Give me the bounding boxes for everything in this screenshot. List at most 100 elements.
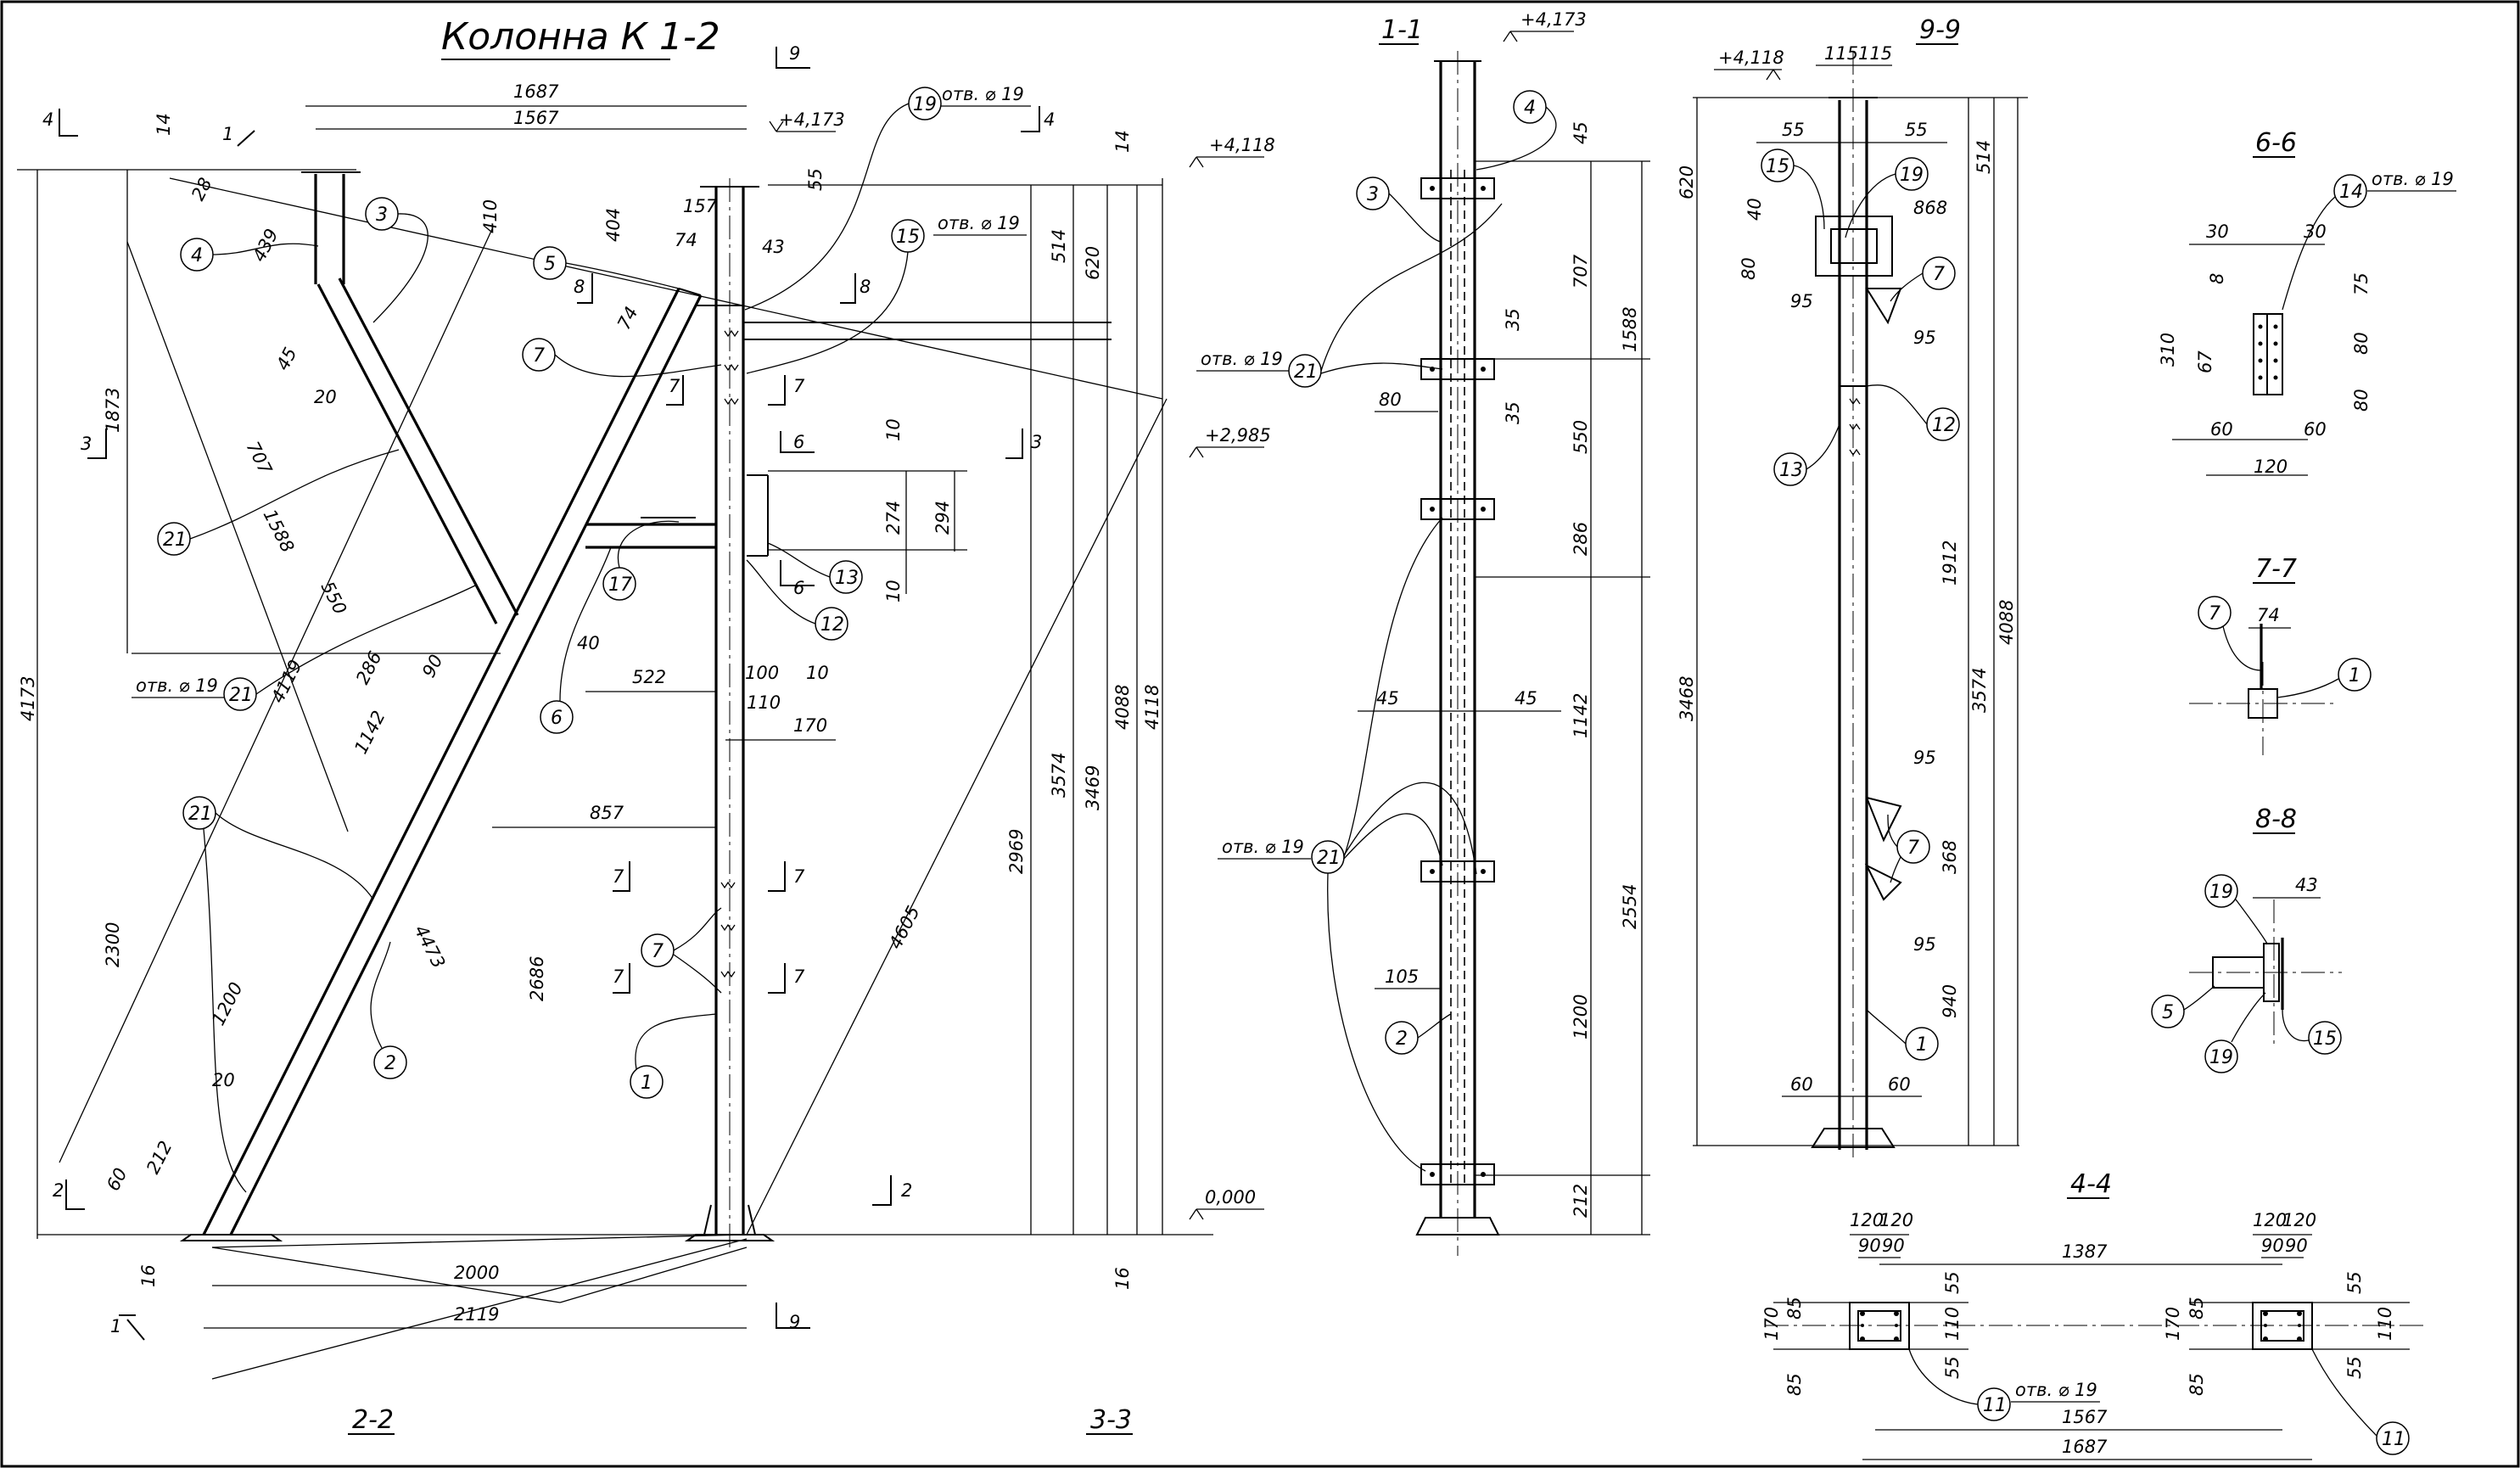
inclined-strut-edge-1 xyxy=(202,288,680,1235)
dim-74-upper: 74 xyxy=(675,230,697,250)
svg-text:21: 21 xyxy=(188,804,212,825)
cut-mark-7-e: 7 xyxy=(613,963,630,994)
s66-dim-120: 120 xyxy=(2254,457,2288,477)
balloon-7-lower: 7 xyxy=(641,907,722,994)
dim-14-right: 14 xyxy=(1112,130,1133,153)
balloon-4: 4 xyxy=(180,238,319,272)
svg-text:1: 1 xyxy=(641,1073,652,1094)
s11-dim-212: 212 xyxy=(1571,1184,1591,1218)
elevation-4118-left: +4,118 xyxy=(1189,135,1275,168)
svg-text:4: 4 xyxy=(191,245,203,266)
s11-dim-35-b: 35 xyxy=(1503,401,1523,424)
dim-14-left: 14 xyxy=(154,113,174,136)
s99-balloon-19: 19 xyxy=(1845,157,1929,238)
svg-text:7: 7 xyxy=(793,376,805,396)
s11-dim-286: 286 xyxy=(1571,522,1591,556)
dim-90-left: 90 xyxy=(418,652,447,681)
cut-mark-7-c: 7 xyxy=(613,861,630,892)
s44-dim-85-left-a: 85 xyxy=(1784,1297,1805,1320)
dim-4088: 4088 xyxy=(1112,685,1133,730)
dim-274: 274 xyxy=(883,501,904,535)
s44-hole-callout: отв. ⌀ 19 xyxy=(2015,1380,2097,1400)
dim-20-left-upper: 20 xyxy=(314,387,337,407)
elevation-0000: 0,000 xyxy=(1189,1187,1264,1220)
s66-dim-30-left: 30 xyxy=(2206,221,2229,242)
dim-1142-left: 1142 xyxy=(350,708,389,758)
s11-dim-1200: 1200 xyxy=(1571,995,1591,1039)
dim-2969: 2969 xyxy=(1006,829,1027,874)
s11-dim-1142: 1142 xyxy=(1571,693,1591,738)
dim-10-mid: 10 xyxy=(806,663,829,683)
svg-text:3: 3 xyxy=(81,434,92,454)
dim-16-bottom-left: 16 xyxy=(138,1264,159,1287)
section-label-8-8: 8-8 xyxy=(2255,804,2297,834)
s66-hole-callout: отв. ⌀ 19 xyxy=(2372,169,2454,189)
svg-text:12: 12 xyxy=(820,614,844,636)
s77-dim-74: 74 xyxy=(2257,605,2280,625)
dim-4605: 4605 xyxy=(885,903,924,953)
svg-text:17: 17 xyxy=(608,574,632,596)
dim-60-left: 60 xyxy=(103,1165,132,1195)
svg-text:1: 1 xyxy=(110,1316,121,1336)
dim-170: 170 xyxy=(793,715,827,736)
svg-text:4: 4 xyxy=(1044,109,1055,130)
dim-4173: 4173 xyxy=(18,676,38,721)
s99-balloon-1: 1 xyxy=(1866,1009,1939,1061)
svg-text:6: 6 xyxy=(551,708,563,729)
section-9-9-view: 9-9 620 3468 40 80 95 95 95 95 60 60 115… xyxy=(1677,15,2028,1163)
s99-dim-95-upper-right: 95 xyxy=(1913,328,1936,348)
s44-dim-55-right-b: 55 xyxy=(2344,1356,2365,1379)
cut-mark-7-a: 7 xyxy=(666,375,684,406)
upper-brace-edge-1 xyxy=(316,283,498,625)
dim-43-top: 43 xyxy=(762,237,785,257)
svg-text:21: 21 xyxy=(163,529,187,551)
svg-text:19: 19 xyxy=(2209,882,2233,903)
dim-857: 857 xyxy=(590,803,624,823)
s44-dim-55-left-a: 55 xyxy=(1942,1271,1963,1294)
cut-mark-9-bottom: 9 xyxy=(776,1303,810,1332)
svg-text:1: 1 xyxy=(2349,665,2360,686)
svg-text:+4,173: +4,173 xyxy=(779,109,845,130)
svg-text:0,000: 0,000 xyxy=(1205,1187,1256,1207)
svg-text:отв. ⌀ 19: отв. ⌀ 19 xyxy=(942,84,1024,104)
s44-dim-1387: 1387 xyxy=(2062,1241,2108,1262)
s11-dim-45-left: 45 xyxy=(1376,688,1399,709)
cut-mark-9-top: 9 xyxy=(776,43,810,69)
section-4-4-view: 4-4 120 120 90 90 1387 120 120 90 90 xyxy=(1761,1169,2427,1460)
s44-dim-85-right-b: 85 xyxy=(2187,1373,2207,1396)
section-7-7-view: 7-7 74 7 1 xyxy=(2189,554,2372,755)
s11-dim-45-right: 45 xyxy=(1515,688,1537,709)
section-1-1-view: 1-1 45 707 1588 35 xyxy=(1196,9,1650,1256)
s99-dim-60-left: 60 xyxy=(1790,1074,1813,1095)
dim-410: 410 xyxy=(480,199,501,233)
dim-2686: 2686 xyxy=(527,956,547,1001)
s11-dim-45-top: 45 xyxy=(1571,121,1591,144)
section-label-1-1: 1-1 xyxy=(1381,15,1423,45)
section-label-3-3: 3-3 xyxy=(1090,1405,1132,1435)
cut-mark-2-right: 2 xyxy=(872,1175,912,1206)
balloon-21-left-lower: 21 xyxy=(182,796,374,1193)
s66-dim-80-lower: 80 xyxy=(2351,389,2372,412)
s88-balloon-5: 5 xyxy=(2151,985,2215,1028)
s99-dim-940: 940 xyxy=(1940,984,1960,1018)
svg-text:2: 2 xyxy=(1396,1028,1408,1050)
svg-text:3: 3 xyxy=(376,205,388,226)
balloon-21-left-mid: 21 xyxy=(223,585,476,711)
s99-dim-55-right: 55 xyxy=(1905,120,1928,140)
svg-text:13: 13 xyxy=(835,568,859,589)
s99-dim-55-left: 55 xyxy=(1782,120,1805,140)
dim-2000: 2000 xyxy=(454,1263,499,1283)
dim-10-upper: 10 xyxy=(883,418,904,441)
svg-text:2: 2 xyxy=(901,1180,912,1201)
s99-dim-514: 514 xyxy=(1974,140,1994,174)
svg-text:19: 19 xyxy=(1900,165,1924,186)
s11-balloon-21-upper: 21 xyxy=(1288,203,1503,388)
s66-dim-60-right: 60 xyxy=(2304,419,2327,440)
dim-4119: 4119 xyxy=(267,657,306,707)
dim-55-top: 55 xyxy=(805,168,826,191)
dim-620: 620 xyxy=(1083,246,1103,280)
svg-text:7: 7 xyxy=(613,866,624,887)
svg-text:1: 1 xyxy=(1916,1034,1928,1056)
s77-balloon-1: 1 xyxy=(2276,658,2372,698)
